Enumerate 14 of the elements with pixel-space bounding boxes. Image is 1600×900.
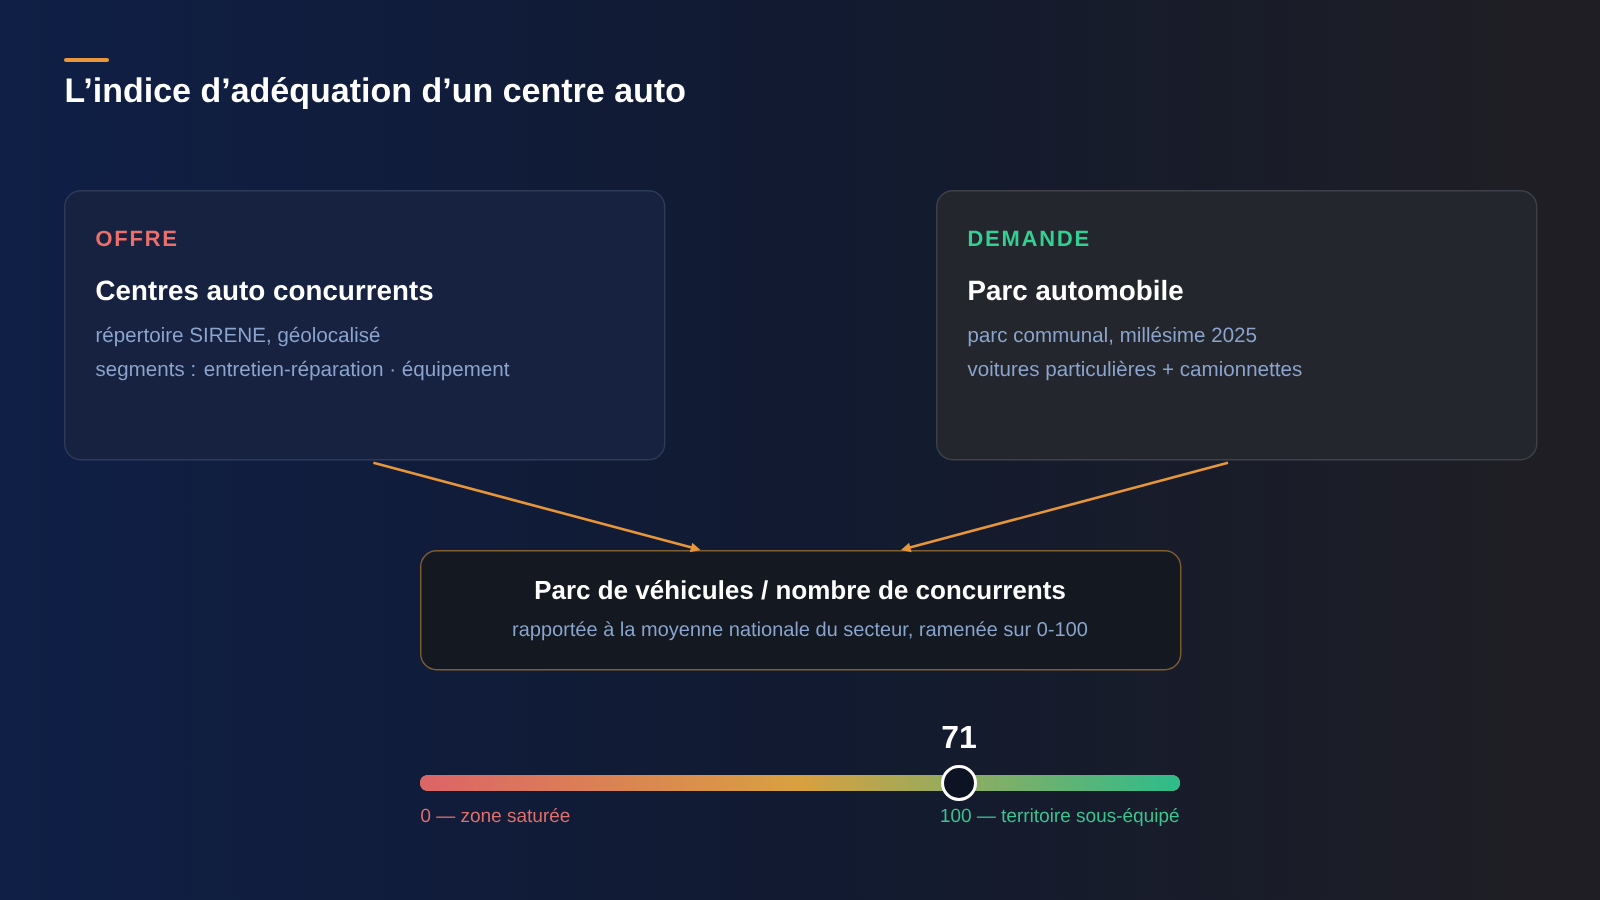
category-label: DEMANDE	[968, 230, 1089, 246]
formula-heading: Parc de véhicules / nombre de concurrents	[535, 579, 1065, 600]
card-text: voitures particulières + camionnettes	[967, 360, 1302, 381]
score-value: 71	[942, 726, 976, 748]
scale-label: 0 — zone saturée	[421, 808, 570, 823]
card-text: segments : entretien-réparation · équipement	[95, 360, 510, 381]
formula-note: rapportée à la moyenne nationale du secteur, ramenée sur 0-100	[513, 621, 1088, 641]
card-heading: Centres auto concurrents	[96, 280, 433, 301]
scale-label: 100 — territoire sous-équipé	[941, 808, 1179, 826]
card-heading: Parc automobile	[969, 279, 1183, 301]
title: L’indice d’adéquation d’un centre auto	[66, 77, 685, 110]
category-label: OFFRE	[96, 230, 177, 247]
card-text: répertoire SIRENE, géolocalisé	[96, 326, 380, 347]
card-text: parc communal, millésime 2025	[968, 326, 1257, 347]
